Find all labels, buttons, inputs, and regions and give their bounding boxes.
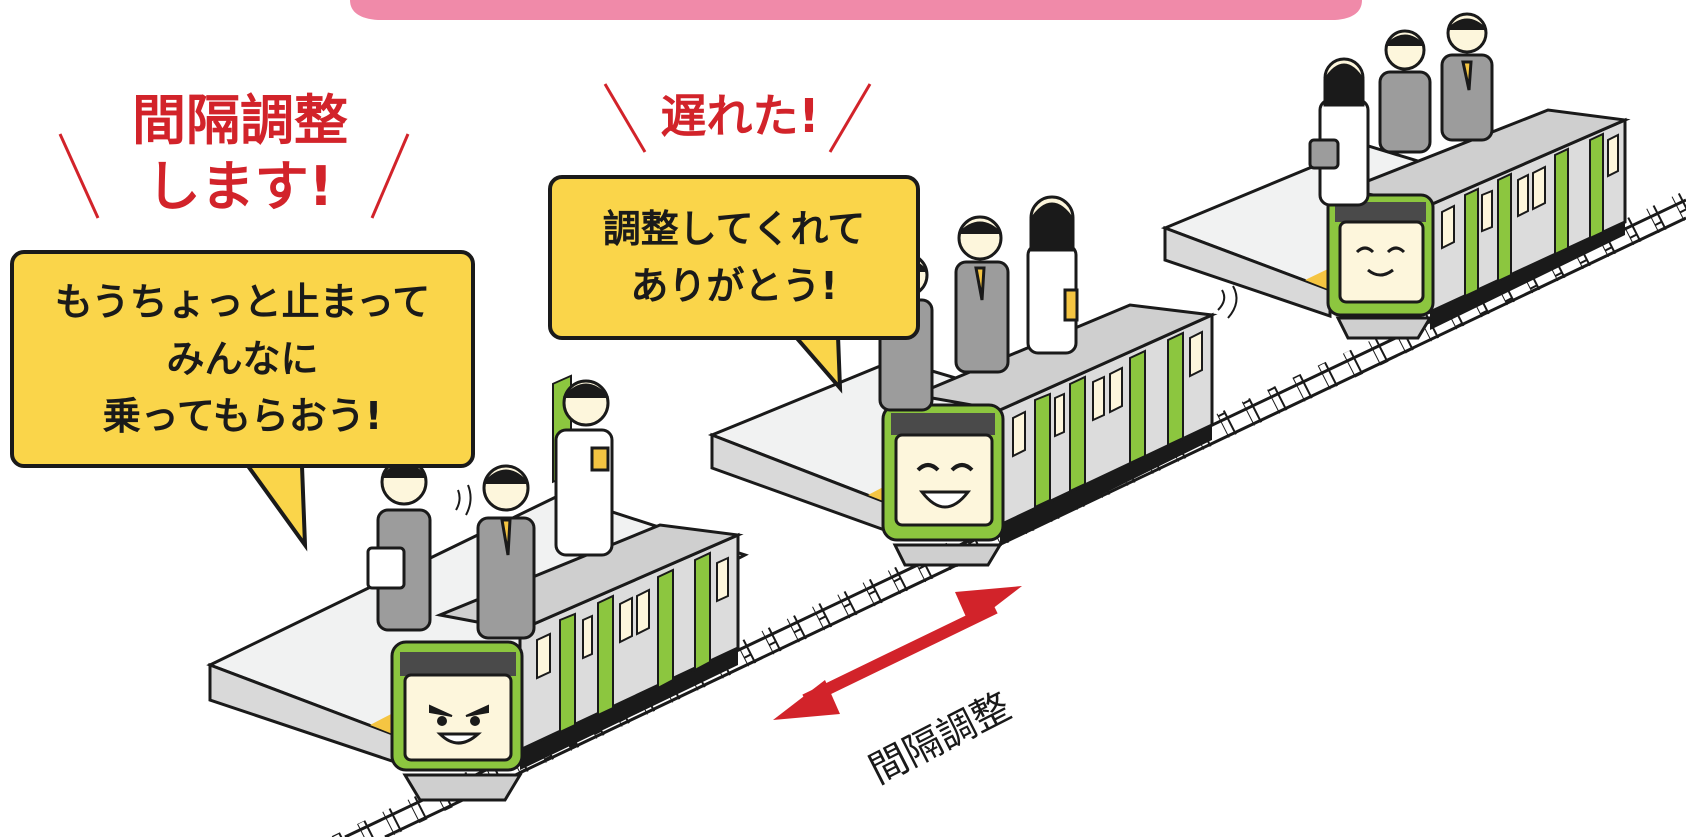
left-shout-line2: します!: [146, 154, 334, 218]
train-middle-icon: [881, 285, 1238, 567]
left-speech-bubble: もうちょっと止まって みんなに 乗ってもらおう!: [10, 250, 475, 468]
left-shout-line1: 間隔調整: [132, 89, 348, 152]
middle-bubble-tail: [790, 334, 843, 394]
left-bubble-tail: [244, 464, 308, 552]
train-right-icon: [1326, 108, 1631, 340]
shout-lines: [58, 83, 872, 219]
middle-shout-text: 遅れた!: [660, 89, 820, 143]
middle-speech-bubble: 調整してくれて ありがとう!: [548, 175, 920, 340]
motion-lines: [455, 484, 472, 516]
passenger-icon: [366, 12, 1494, 640]
double-arrow-icon: [773, 586, 1022, 720]
top-banner: [350, 0, 1362, 20]
left-shout-text: 間隔調整 します!: [95, 88, 385, 220]
